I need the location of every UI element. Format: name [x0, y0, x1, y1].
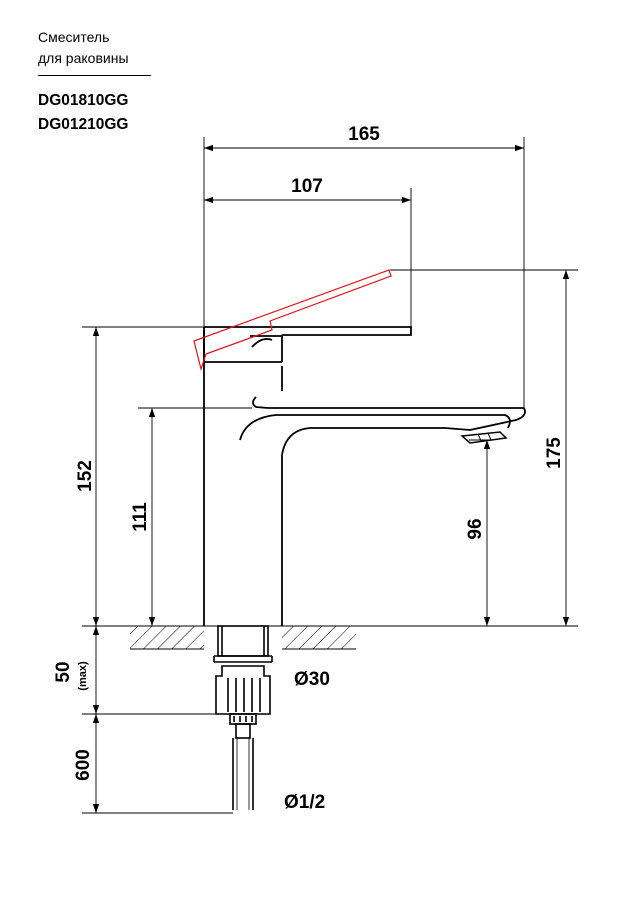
dim-label-diameter-30: Ø30	[294, 669, 330, 690]
dim-label-96: 96	[465, 518, 486, 539]
faucet-body	[203, 330, 526, 626]
dim-label-diameter-half-inch: Ø1/2	[284, 792, 325, 813]
lifted-handle-outline	[193, 269, 392, 372]
handle	[203, 326, 412, 362]
dim-label-165: 165	[348, 124, 380, 145]
product-title: Смеситель для раковины	[38, 27, 129, 69]
dim-label-152: 152	[75, 460, 96, 492]
title-line-2: для раковины	[38, 50, 129, 66]
dim-label-111: 111	[130, 502, 151, 532]
title-line-1: Смеситель	[38, 29, 110, 45]
dim-label-50: 50	[53, 661, 74, 682]
mounting-assembly	[213, 625, 273, 810]
model-code-1: DG01810GG	[38, 92, 129, 109]
extension-lines	[82, 137, 578, 814]
model-code-2: DG01210GG	[38, 116, 129, 133]
countertop-section	[130, 626, 356, 650]
dim-label-107: 107	[291, 176, 323, 197]
dim-label-600: 600	[73, 749, 94, 781]
dim-label-175: 175	[544, 437, 565, 469]
title-underline	[38, 75, 151, 76]
dim-label-max: (max)	[77, 661, 89, 691]
dimension-lines	[92, 144, 570, 813]
